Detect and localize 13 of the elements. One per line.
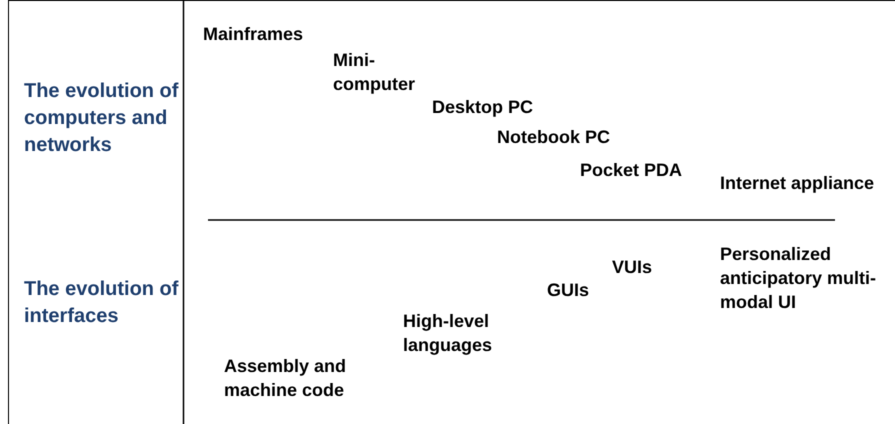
stage-label: Assembly and machine code xyxy=(224,355,348,402)
stage-label: GUIs xyxy=(547,279,590,302)
stage-label: Notebook PC xyxy=(497,126,610,149)
stage-label: VUIs xyxy=(612,256,652,279)
stage-label: Mainframes xyxy=(203,23,304,46)
stage-label: Personalized anticipatory multi-modal UI xyxy=(720,243,878,314)
stage-label: Mini-computer xyxy=(333,49,416,96)
stage-label: Internet appliance xyxy=(720,172,874,195)
row-heading: The evolution of interfaces xyxy=(24,277,179,329)
row-heading: The evolution of computers and networks xyxy=(24,79,179,158)
stage-label: Pocket PDA xyxy=(580,159,682,182)
stage-label: High-level languages xyxy=(403,310,494,357)
stage-label: Desktop PC xyxy=(432,96,534,119)
